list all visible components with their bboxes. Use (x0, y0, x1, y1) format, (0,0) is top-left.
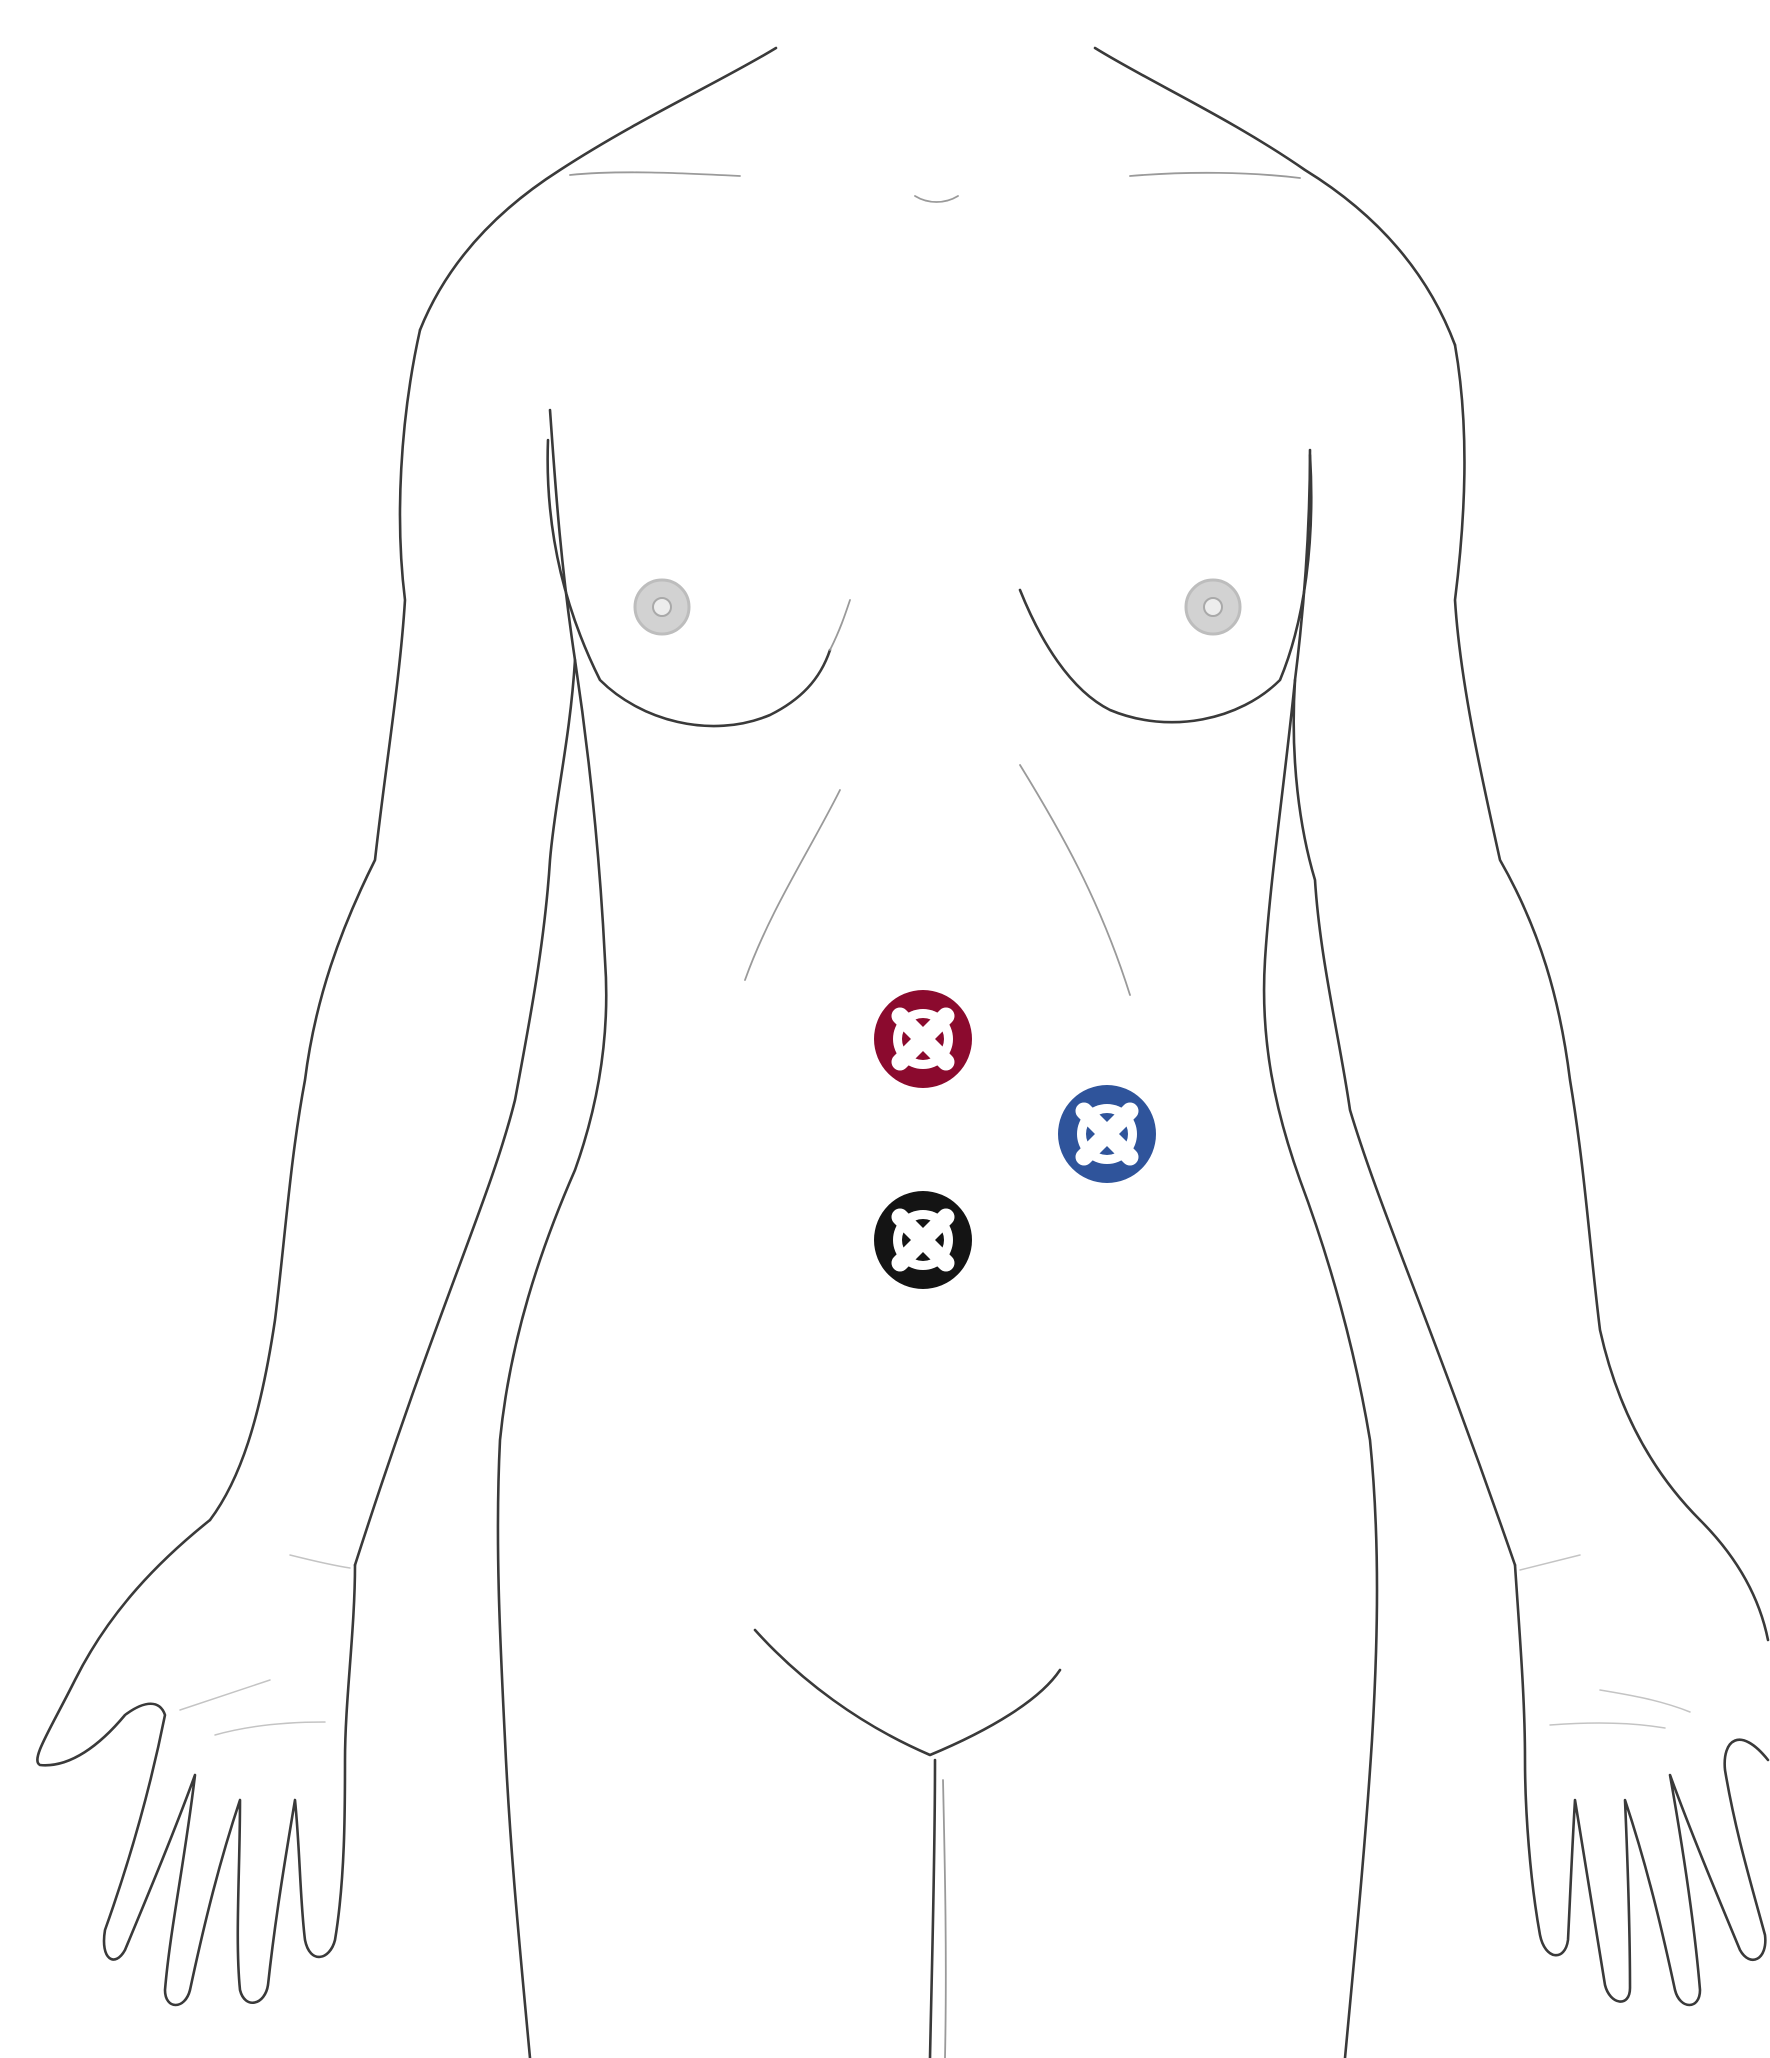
neck-left-line (420, 48, 776, 330)
nipple-right-center (1204, 598, 1222, 616)
right-arm-outer (1455, 345, 1700, 1520)
left-palm-crease (180, 1680, 325, 1735)
right-wrist-crease (1520, 1555, 1580, 1570)
right-hand (1515, 1520, 1768, 2005)
inner-thigh-line-2 (943, 1780, 946, 2058)
collarbone-right (1130, 173, 1300, 178)
right-arm-inner (1294, 450, 1515, 1565)
left-arm-outer (210, 330, 420, 1520)
jugular-notch (915, 196, 958, 202)
cleavage-left (830, 600, 850, 650)
marker-black[interactable] (874, 1191, 972, 1289)
marker-red[interactable] (874, 990, 972, 1088)
neck-right-line (1095, 48, 1455, 345)
nipple-left-center (653, 598, 671, 616)
collarbone-left (570, 172, 740, 176)
left-arm-inner (355, 410, 575, 1565)
ribcage-right-line (1020, 765, 1130, 995)
torso-left-side (498, 660, 606, 2058)
breast-right-outline (1020, 455, 1311, 722)
right-palm-crease (1550, 1690, 1690, 1728)
groin-curve (755, 1630, 1060, 1755)
breast-left-outline (548, 440, 830, 726)
torso-right-side (1264, 680, 1377, 2058)
left-hand (37, 1520, 355, 2005)
inner-thigh-line (930, 1760, 935, 2058)
marker-blue[interactable] (1058, 1085, 1156, 1183)
left-wrist-crease (290, 1555, 350, 1568)
ribcage-left-line (745, 790, 840, 980)
